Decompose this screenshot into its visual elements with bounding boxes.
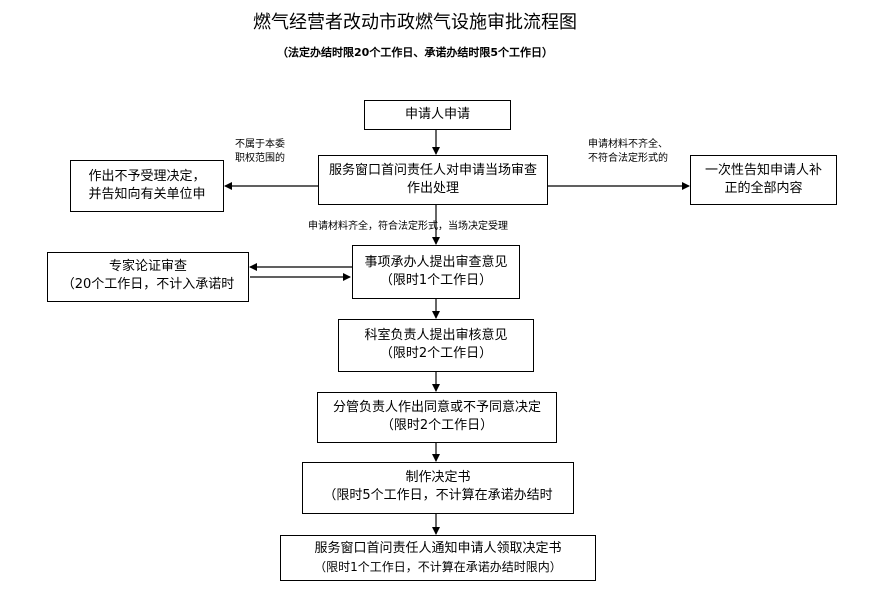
box-notify-collect: 服务窗口首问责任人通知申请人领取决定书 （限时1个工作日，不计算在承诺办结时限内… [280, 535, 596, 581]
box-reject-decision: 作出不予受理决定， 并告知向有关单位申 [70, 160, 224, 212]
box-handler-opinion: 事项承办人提出审查意见 （限时1个工作日） [352, 245, 520, 299]
note-materials-incomplete: 申请材料不齐全、 不符合法定形式的 [588, 139, 668, 164]
box-applicant-apply: 申请人申请 [364, 100, 511, 130]
box-notify-once: 一次性告知申请人补 正的全部内容 [690, 155, 837, 205]
box-window-review: 服务窗口首问责任人对申请当场审查 作出处理 [318, 155, 548, 205]
box-section-opinion: 科室负责人提出审核意见 （限时2个工作日） [338, 319, 534, 372]
note-not-in-scope: 不属于本委 职权范围的 [235, 139, 285, 164]
note-accepted: 申请材料齐全，符合法定形式，当场决定受理 [308, 221, 508, 232]
box-make-decision-document: 制作决定书 （限时5个工作日，不计算在承诺办结时 [302, 462, 574, 514]
page-title: 燃气经营者改动市政燃气设施审批流程图 [253, 12, 577, 33]
box-expert-review: 专家论证审查 （20个工作日，不计入承诺时 [47, 252, 249, 302]
box-leader-decision: 分管负责人作出同意或不予同意决定 （限时2个工作日） [317, 392, 557, 443]
page-subtitle: （法定办结时限20个工作日、承诺办结时限5个工作日） [277, 46, 553, 59]
